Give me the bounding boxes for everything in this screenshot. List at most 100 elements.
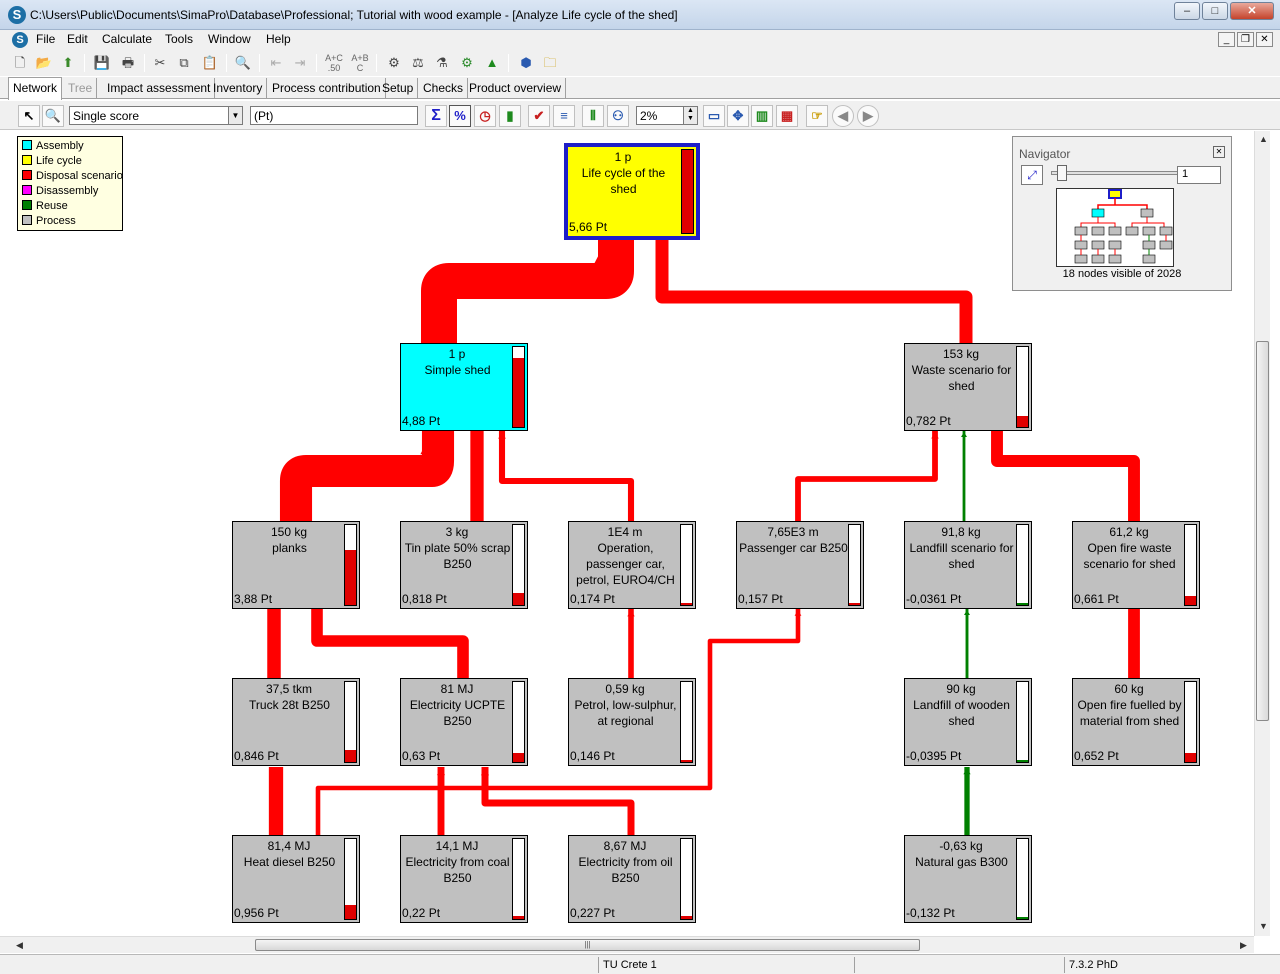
menu-edit[interactable]: Edit: [67, 32, 88, 46]
save-icon[interactable]: 💾: [93, 55, 111, 70]
goto-first-icon[interactable]: ⇤: [270, 55, 282, 70]
menu-file[interactable]: File: [36, 32, 56, 46]
close-button[interactable]: ✕: [1230, 2, 1274, 20]
clock-icon[interactable]: ◷: [474, 105, 496, 127]
monte-carlo-icon[interactable]: ▲: [485, 55, 499, 70]
mdi-restore-button[interactable]: ❐: [1237, 32, 1254, 47]
zoom-level-input[interactable]: 1: [1177, 166, 1221, 184]
menu-tools[interactable]: Tools: [165, 32, 194, 46]
mdi-minimize-button[interactable]: _: [1218, 32, 1235, 47]
new-icon[interactable]: 🗋: [14, 55, 26, 70]
tab-inventory[interactable]: Inventory: [209, 78, 268, 99]
tab-network[interactable]: Network: [8, 77, 63, 100]
minimize-button[interactable]: –: [1174, 2, 1200, 20]
navigator-preview[interactable]: [1056, 188, 1174, 267]
vertical-scrollbar[interactable]: ▲ ▼: [1254, 131, 1270, 936]
hierarchy-icon[interactable]: ⚇: [607, 105, 629, 127]
copy-icon[interactable]: ⧉: [179, 55, 189, 70]
open-project-icon[interactable]: ⬆: [62, 55, 74, 70]
menu-calculate[interactable]: Calculate: [102, 32, 153, 46]
cutoff-input[interactable]: 2%: [636, 106, 684, 125]
tab-checks[interactable]: Checks: [419, 78, 469, 99]
network-canvas[interactable]: Assembly Life cycle Disposal scenario Di…: [0, 131, 1280, 936]
analyze-icon[interactable]: ⚗: [436, 55, 448, 70]
library-icon[interactable]: ⬢: [520, 55, 532, 70]
network-icon[interactable]: ⚙: [388, 55, 400, 70]
fit-to-window-icon[interactable]: ⤢: [1021, 165, 1043, 185]
back-icon[interactable]: ◀: [832, 105, 854, 127]
goto-next-icon[interactable]: ⇥: [294, 55, 306, 70]
scroll-left-arrow[interactable]: ◀: [16, 940, 23, 950]
document-menu-icon[interactable]: S: [12, 32, 28, 48]
tab-setup[interactable]: Setup: [378, 78, 419, 99]
tab-process-contribution[interactable]: Process contribution: [268, 78, 386, 99]
menu-help[interactable]: Help: [266, 32, 291, 46]
group-icon[interactable]: ⫴: [582, 105, 604, 127]
cutoff-spinner[interactable]: ▲▼: [683, 106, 698, 125]
find-icon[interactable]: 🔍: [234, 55, 252, 70]
indicator-select[interactable]: Single score: [69, 106, 229, 125]
flow-arrowhead: [1128, 610, 1140, 621]
tab-tree[interactable]: Tree: [64, 78, 98, 99]
vertical-scroll-thumb[interactable]: [1256, 341, 1269, 721]
open-icon[interactable]: 📂: [35, 55, 53, 70]
mdi-close-button[interactable]: ✕: [1256, 32, 1273, 47]
node-amount: 81,4 MJ: [267, 839, 311, 853]
compare-icon[interactable]: ⚖: [412, 55, 424, 70]
unit-field[interactable]: (Pt): [250, 106, 418, 125]
check-icon[interactable]: ✔: [528, 105, 550, 127]
zoom-icon[interactable]: 🔍: [42, 105, 64, 127]
bar-chart-icon[interactable]: ▮: [499, 105, 521, 127]
pointer-icon[interactable]: ↖: [18, 105, 40, 127]
scroll-up-arrow[interactable]: ▲: [1259, 134, 1268, 144]
grid-icon[interactable]: ▦: [776, 105, 798, 127]
move-icon[interactable]: ✥: [727, 105, 749, 127]
window-icon[interactable]: ▭: [703, 105, 725, 127]
zoom-slider-track[interactable]: [1051, 171, 1179, 175]
simapro-app-icon[interactable]: S: [8, 6, 26, 24]
folder-icon[interactable]: 🗀: [543, 55, 557, 70]
layers-icon[interactable]: ≡: [553, 105, 575, 127]
sigma-icon[interactable]: Σ: [425, 105, 447, 127]
indicator-dropdown-arrow[interactable]: ▼: [228, 106, 243, 125]
zoom-slider-thumb[interactable]: [1057, 165, 1067, 181]
columns-icon[interactable]: ▥: [751, 105, 773, 127]
hand-icon[interactable]: ☞: [806, 105, 828, 127]
percent-icon[interactable]: %: [449, 105, 471, 127]
tab-impact-assessment[interactable]: Impact assessment: [103, 78, 216, 99]
horizontal-scrollbar[interactable]: ◀ ||| ▶: [0, 936, 1254, 953]
tab-product-overview[interactable]: Product overview: [465, 78, 567, 99]
sort-ascending-icon[interactable]: A+C.50: [325, 53, 343, 73]
forward-icon[interactable]: ▶: [857, 105, 879, 127]
print-icon[interactable]: 🖶: [121, 55, 135, 70]
horizontal-scroll-thumb[interactable]: |||: [255, 939, 920, 951]
flow-arrowhead: [498, 432, 506, 439]
maximize-button[interactable]: □: [1202, 2, 1228, 20]
scroll-right-arrow[interactable]: ▶: [1240, 940, 1247, 950]
uncertainty-icon[interactable]: ⚙: [461, 55, 473, 70]
menu-window[interactable]: Window: [208, 32, 251, 46]
navigator-close-icon[interactable]: ✕: [1213, 146, 1225, 158]
cut-icon[interactable]: ✂: [154, 55, 166, 70]
scroll-down-arrow[interactable]: ▼: [1259, 921, 1268, 931]
paste-icon[interactable]: 📋: [201, 55, 219, 70]
